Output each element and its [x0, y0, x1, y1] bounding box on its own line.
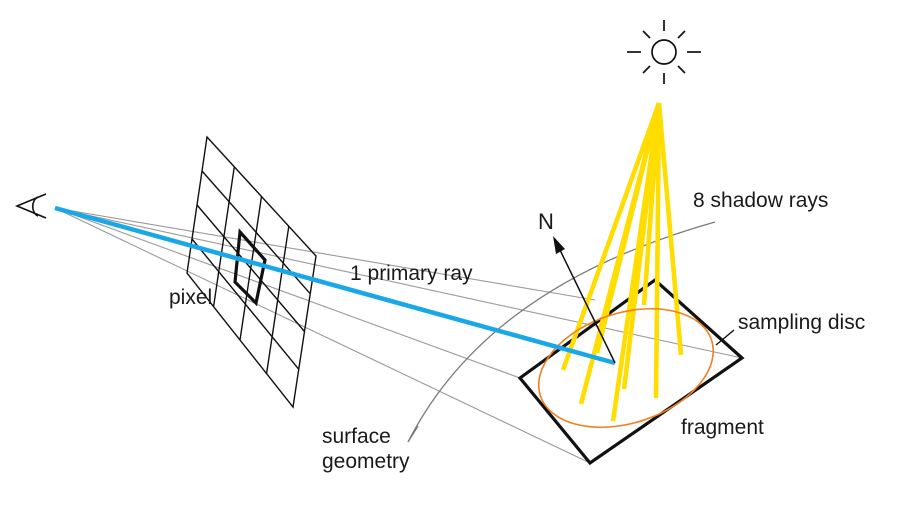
primary-ray-label: 1 primary ray — [350, 262, 473, 285]
shadow-ray-3 — [594, 102, 662, 354]
surface-geometry-leader — [407, 425, 419, 443]
primary-ray — [54, 205, 616, 366]
shadow-ray-7 — [653, 102, 662, 399]
fragment-square — [517, 277, 745, 466]
shadow-rays — [560, 102, 684, 422]
surface-geometry-label-line1: surface — [322, 425, 391, 448]
fragment-label: fragment — [681, 416, 764, 439]
shadow-rays-label: 8 shadow rays — [693, 189, 828, 212]
normal-vector — [553, 236, 616, 364]
shadow-ray-1 — [560, 102, 662, 371]
normal-label: N — [538, 209, 554, 234]
shadow-ray-8 — [656, 102, 684, 356]
sampling-disc-label: sampling disc — [738, 311, 865, 334]
pixel-label: pixel — [169, 286, 212, 309]
sampling-disc-leader — [715, 329, 735, 346]
surface-geometry-label-line2: geometry — [322, 450, 410, 473]
pixel-grid — [186, 135, 317, 409]
highlighted-pixel — [233, 228, 267, 307]
eye-icon — [14, 193, 47, 219]
sampling-disc — [537, 307, 715, 429]
sun-icon — [627, 20, 701, 84]
